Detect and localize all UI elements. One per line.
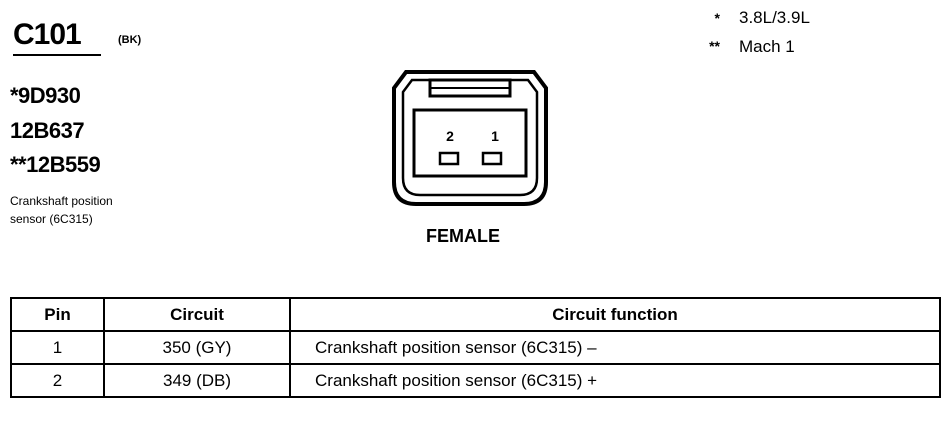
pin-cavity-housing: [412, 108, 528, 178]
table-row: 2 349 (DB) Crankshaft position sensor (6…: [10, 363, 941, 398]
pin-label-1: 1: [491, 128, 499, 144]
note-2-text: Mach 1: [739, 37, 795, 56]
table-row: 1 350 (GY) Crankshaft position sensor (6…: [10, 330, 941, 365]
connector-color: (BK): [118, 34, 142, 46]
pin-terminal-2: [438, 151, 460, 166]
note-1-mark: *: [714, 10, 720, 26]
cell-circuit: 350 (GY): [103, 330, 291, 365]
connector-inner-shell: [401, 78, 539, 197]
connector-id: C101: [13, 18, 82, 51]
header-pin: Pin: [10, 297, 105, 332]
connector-id-underline: [13, 54, 101, 56]
cell-circuit-function: Crankshaft position sensor (6C315) –: [289, 330, 941, 365]
cell-pin: 2: [10, 363, 105, 398]
part-number-2: 12B637: [10, 118, 85, 143]
header-circuit-function: Circuit function: [289, 297, 941, 332]
note-1-text: 3.8L/3.9L: [739, 8, 810, 27]
part-number-3: **12B559: [10, 152, 101, 177]
cell-circuit-function: Crankshaft position sensor (6C315) +: [289, 363, 941, 398]
connector-face-diagram: 2 1: [392, 70, 548, 206]
note-2-mark: **: [709, 38, 720, 54]
table-header-row: Pin Circuit Circuit function: [10, 297, 941, 332]
part-number-1: *9D930: [10, 83, 81, 108]
component-description-line-1: Crankshaft position: [10, 194, 113, 208]
connector-outer-shell: [392, 70, 548, 206]
pin-circuit-table: Pin Circuit Circuit function 1 350 (GY) …: [10, 297, 941, 398]
cell-pin: 1: [10, 330, 105, 365]
cell-circuit: 349 (DB): [103, 363, 291, 398]
connector-gender-label: FEMALE: [426, 226, 500, 246]
component-description-line-2: sensor (6C315): [10, 212, 93, 226]
pin-terminal-1: [481, 151, 503, 166]
pin-label-2: 2: [446, 128, 454, 144]
header-circuit: Circuit: [103, 297, 291, 332]
